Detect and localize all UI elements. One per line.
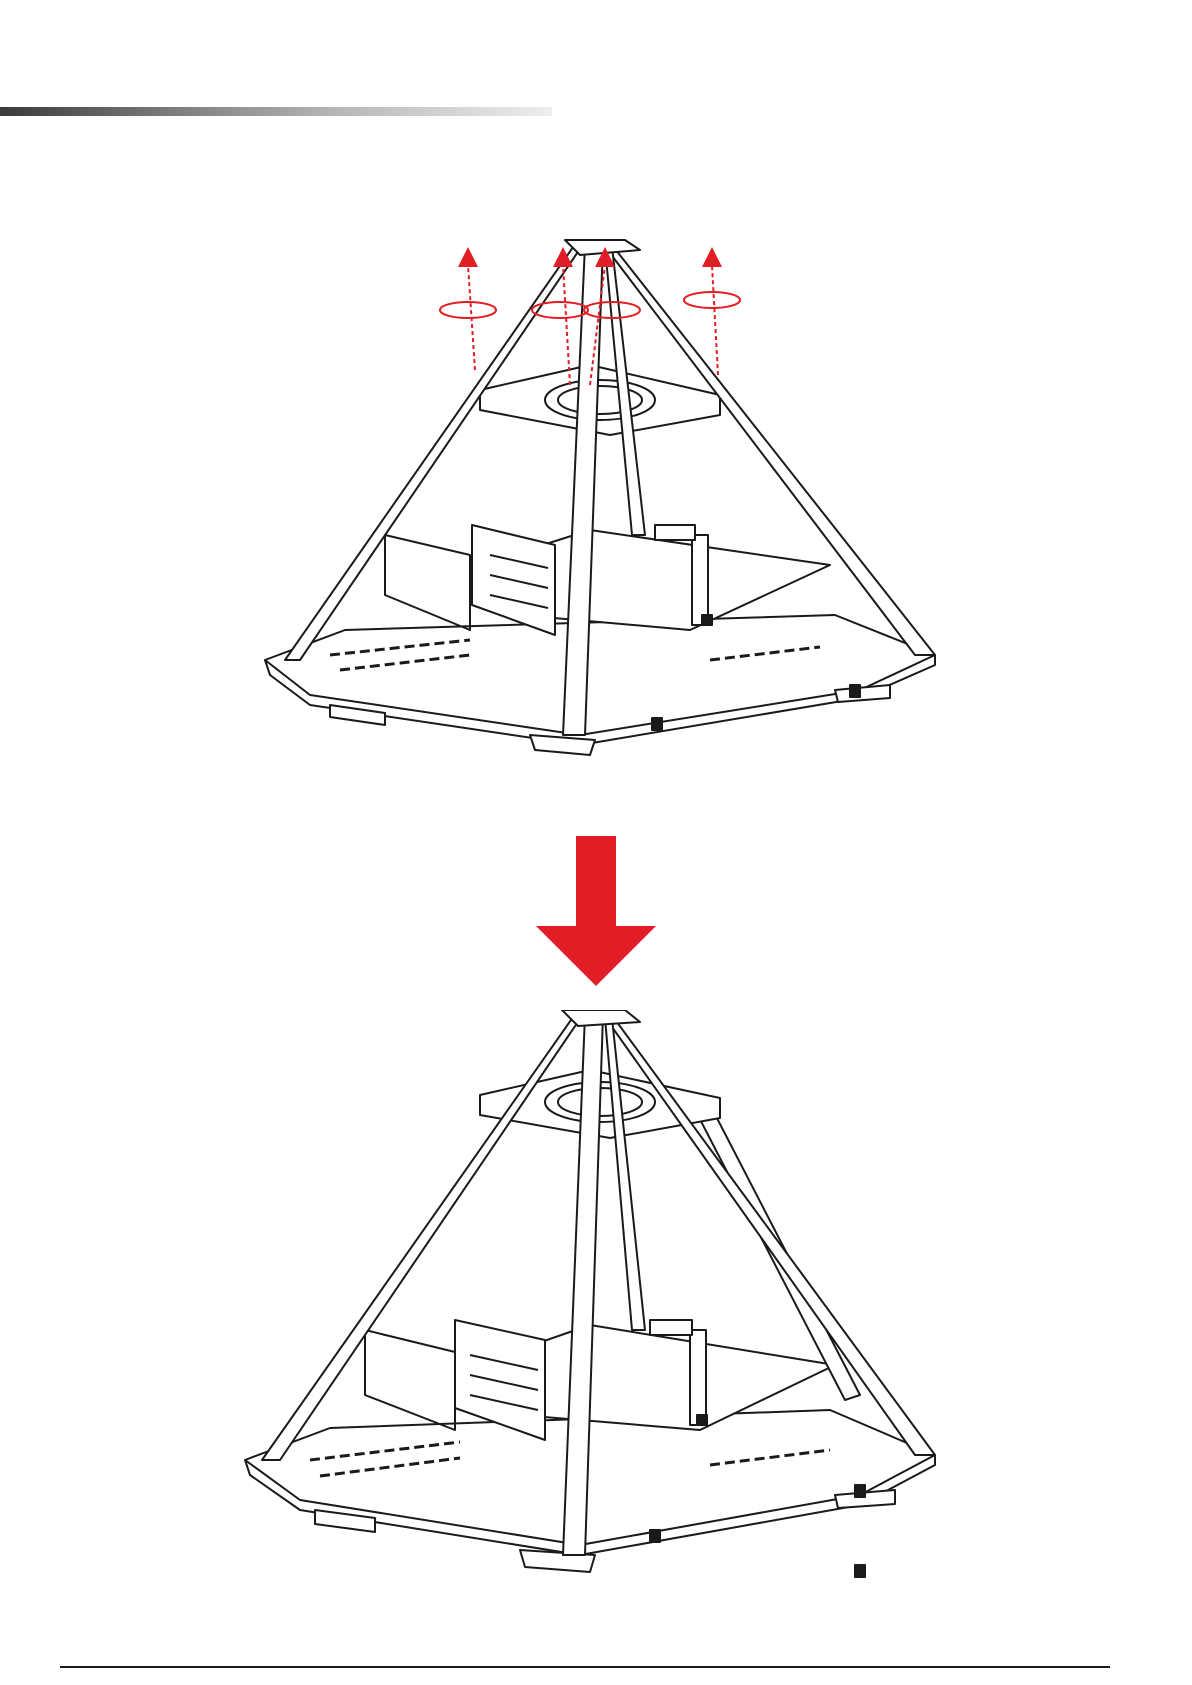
- pci-bracket: [455, 1320, 545, 1440]
- top-fan-plate: [480, 365, 720, 435]
- pyramid-frame-removal-diagram: [0, 235, 1192, 810]
- footer-rule: [60, 1666, 1110, 1668]
- pyramid-frame-assembled-diagram: [0, 1010, 1192, 1625]
- arrow-down-icon: [536, 836, 656, 986]
- step-2-illustration: [0, 1010, 1192, 1625]
- step-1-illustration: [0, 235, 1192, 810]
- header-gradient-rule: [0, 107, 552, 116]
